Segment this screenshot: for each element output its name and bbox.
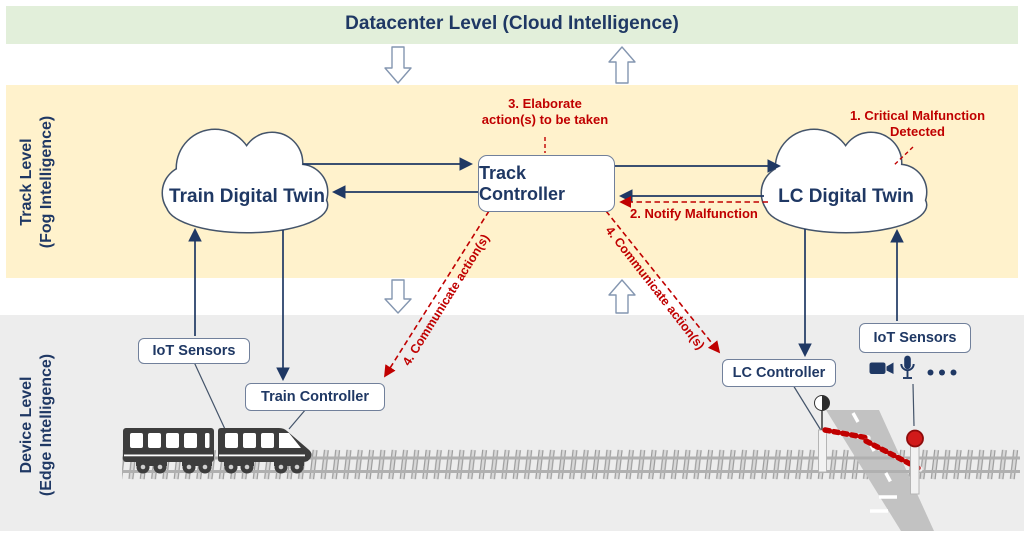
red-signal-light	[906, 429, 924, 448]
up-arrow-icon	[608, 279, 636, 314]
level-crossing	[814, 395, 924, 495]
microphone-icon	[899, 355, 916, 388]
track-controller-node: Track Controller	[478, 155, 615, 212]
iot-sensors-left-label: IoT Sensors	[152, 343, 236, 359]
malfunction-flow-arrows	[384, 137, 914, 378]
iot-sensors-left-node: IoT Sensors	[138, 338, 250, 364]
lc-digital-twin-label: LC Digital Twin	[778, 186, 914, 207]
flow-arrows	[188, 157, 904, 382]
step3-annotation: 3. Elaborate action(s) to be taken	[465, 96, 625, 128]
track-level-line1: Track Level	[18, 138, 35, 226]
lc-controller-label: LC Controller	[732, 365, 826, 381]
train-illustration	[123, 428, 312, 474]
train-digital-twin-cloud	[161, 128, 329, 234]
level-transition-arrows	[384, 46, 636, 314]
down-arrow-icon	[384, 46, 412, 84]
up-arrow-icon	[608, 46, 636, 84]
device-connector-lines	[193, 361, 915, 441]
barrier-post	[818, 429, 827, 473]
iot-sensors-right-label: IoT Sensors	[873, 330, 957, 346]
step2-annotation: 2. Notify Malfunction	[630, 206, 758, 221]
datacenter-level-band	[6, 6, 1018, 44]
step1-line1: 1. Critical Malfunction	[849, 108, 986, 123]
step1-annotation: 1. Critical Malfunction Detected	[840, 108, 995, 140]
page-title: Datacenter Level (Cloud Intelligence)	[345, 13, 679, 34]
ellipsis-icon	[926, 364, 960, 382]
signal-post	[910, 445, 920, 495]
device-level-line1: Device Level	[18, 376, 35, 474]
train-digital-twin-label: Train Digital Twin	[169, 186, 325, 207]
track-controller-label: Track Controller	[479, 162, 566, 204]
down-arrow-icon	[384, 279, 412, 314]
step3-line1: 3. Elaborate	[508, 96, 582, 111]
train-wheels	[136, 460, 304, 474]
video-camera-icon	[869, 359, 895, 382]
train-controller-label: Train Controller	[261, 389, 369, 405]
lc-controller-node: LC Controller	[722, 359, 836, 387]
iot-sensors-right-node: IoT Sensors	[859, 323, 971, 353]
device-level-label: Device Level (Edge Intelligence)	[17, 325, 57, 525]
lc-digital-twin-cloud	[760, 128, 928, 234]
device-level-line2: (Edge Intelligence)	[38, 353, 55, 497]
step3-line2: action(s) to be taken	[481, 112, 609, 127]
step1-line2: Detected	[890, 124, 945, 139]
train-controller-node: Train Controller	[245, 383, 385, 411]
track-level-line2: (Fog Intelligence)	[38, 115, 55, 249]
track-level-label: Track Level (Fog Intelligence)	[17, 82, 57, 282]
